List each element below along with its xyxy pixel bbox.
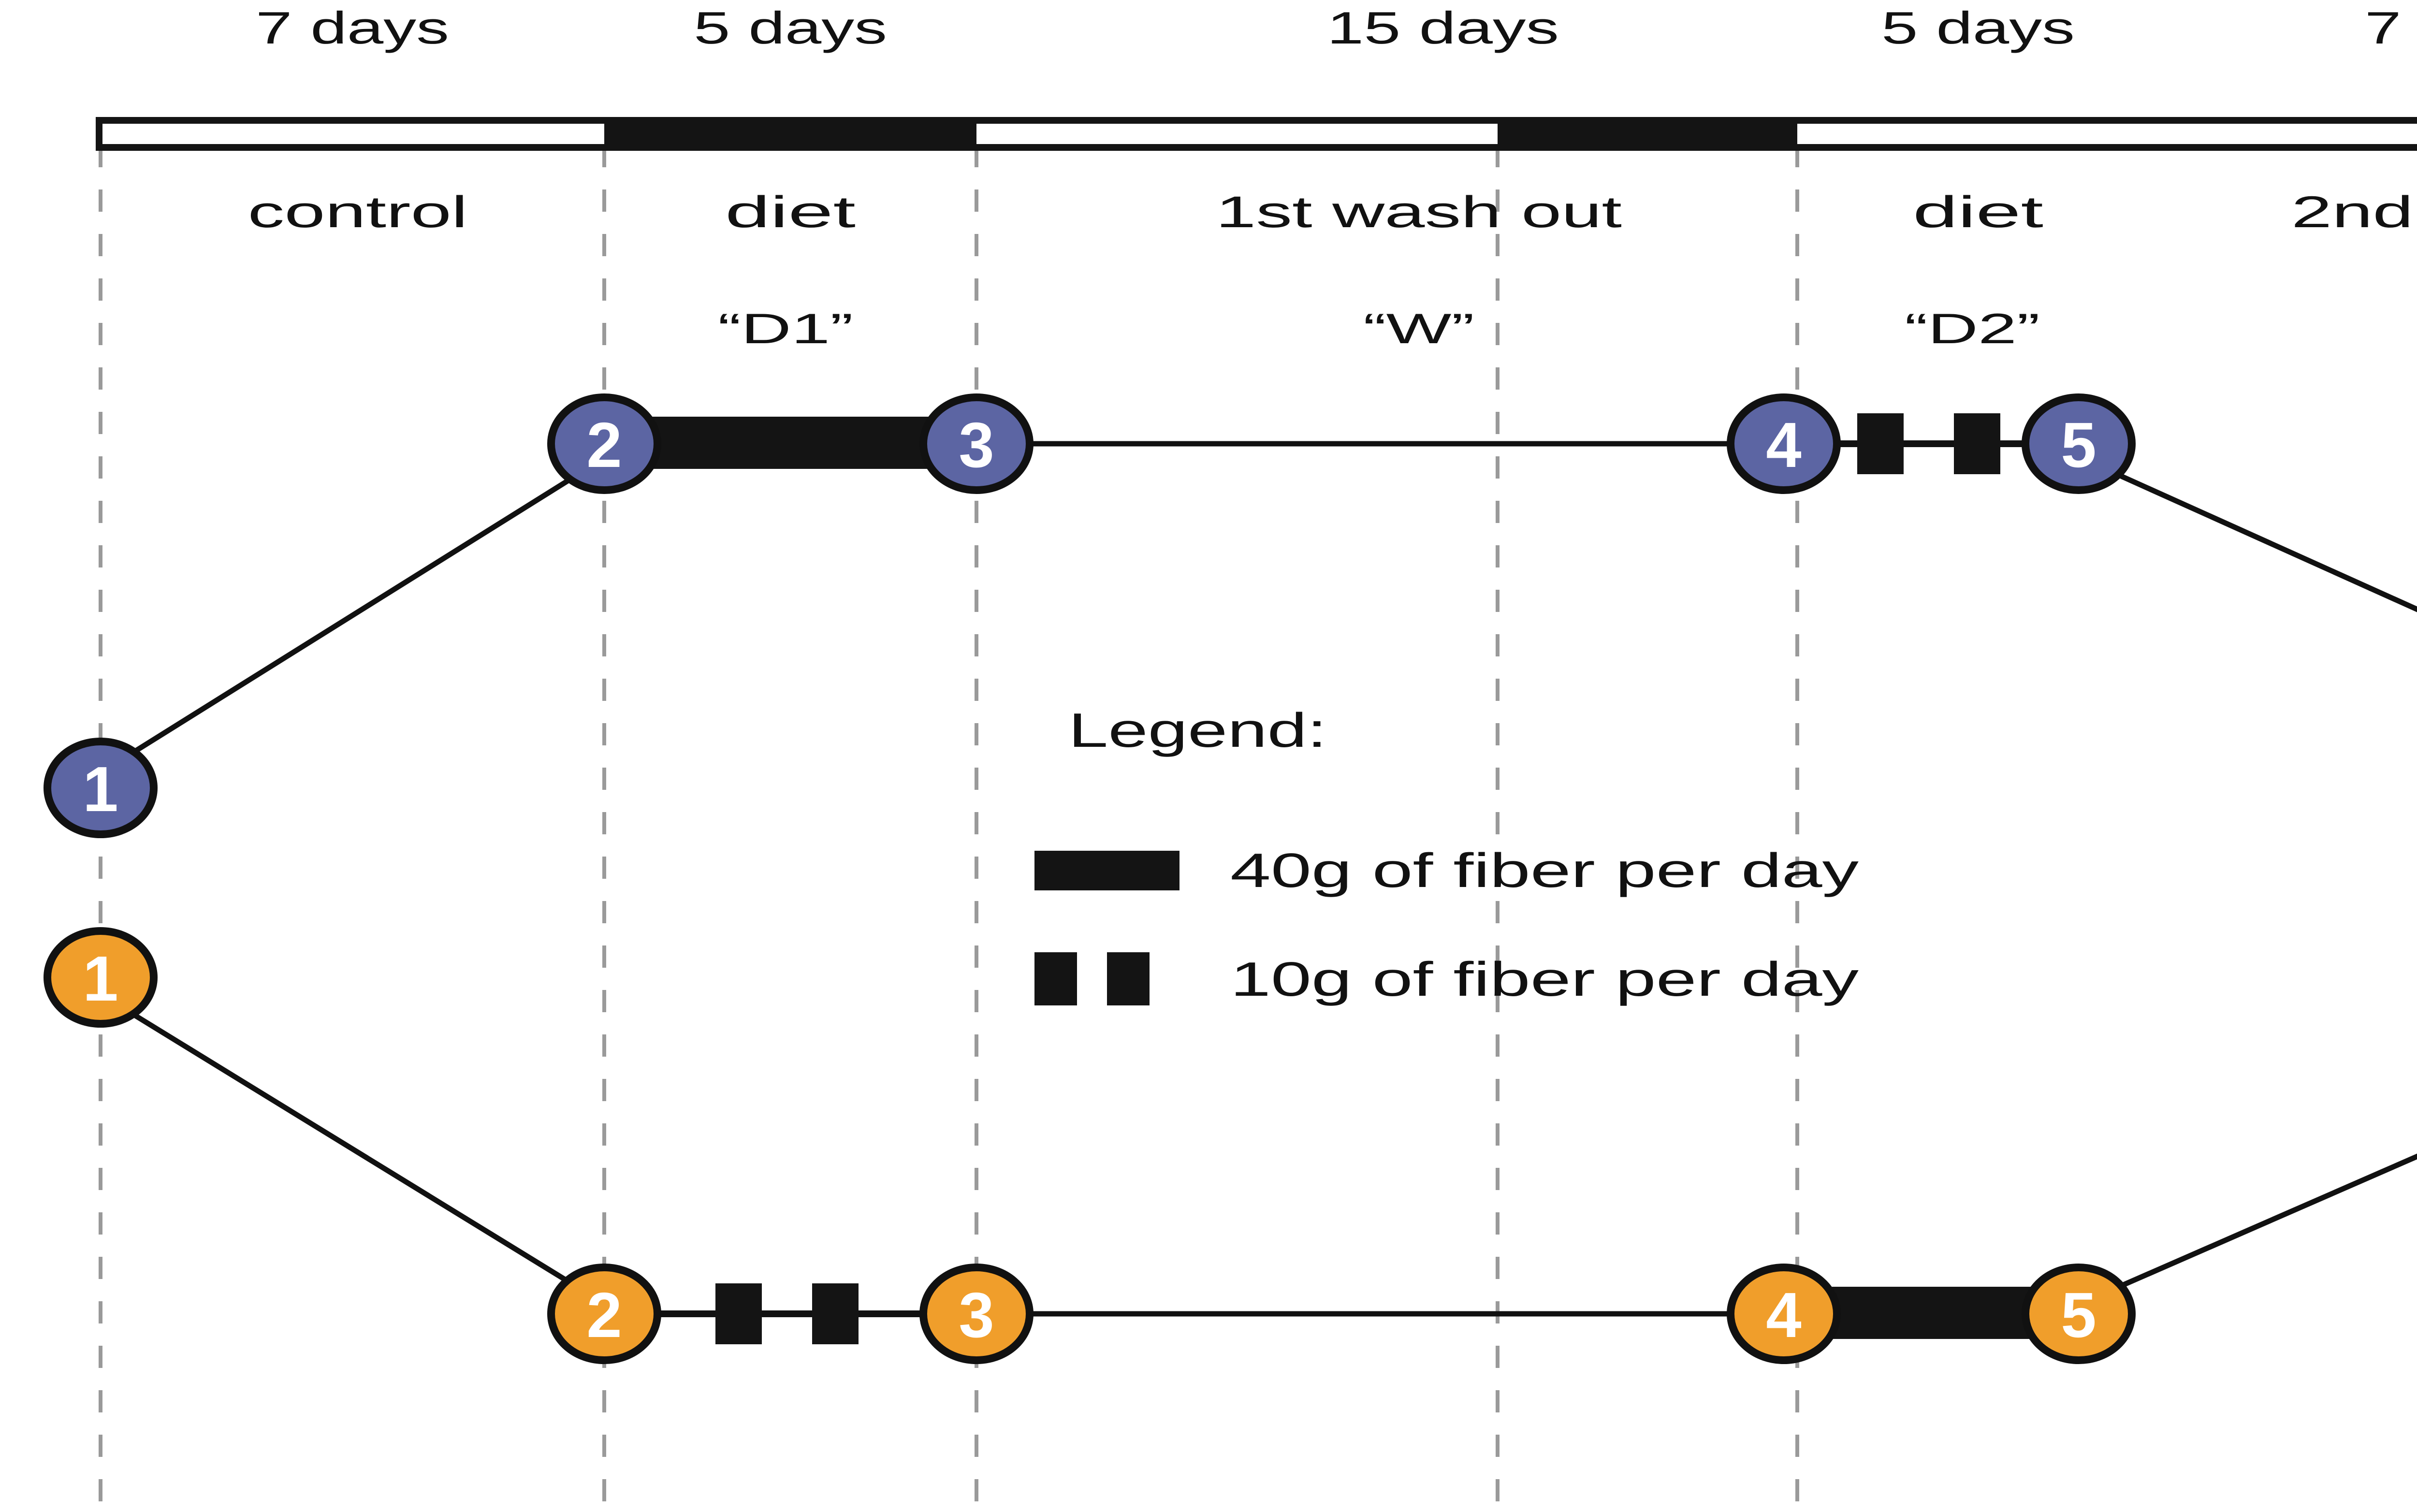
legend-item-10g: 10g of fiber per day — [1034, 952, 1859, 1006]
node-blue-4-shape[interactable] — [1727, 393, 1841, 494]
node-orange-2-shape[interactable] — [547, 1264, 661, 1364]
blue-arm-nodes: 1 2 3 4 5 6 — [44, 393, 2136, 838]
node-orange-4-shape[interactable] — [1727, 1264, 1841, 1364]
duration-label-diet1: 5 days — [694, 2, 887, 53]
node-blue-1[interactable]: 1 — [44, 738, 158, 838]
node-orange-2[interactable]: 2 — [547, 1264, 661, 1364]
orange-link-5-6 — [2120, 1153, 2417, 1289]
orange-link-2-3-10g — [643, 1283, 940, 1344]
phase-label-diet2: diet — [1913, 188, 2043, 237]
node-blue-2-shape[interactable] — [547, 393, 661, 494]
duration-labels: 7 days 5 days 15 days 5 days 7 days — [256, 2, 2417, 53]
node-blue-5[interactable]: 5 — [2022, 393, 2136, 494]
node-orange-5-shape[interactable] — [2022, 1264, 2136, 1364]
legend-swatch-10g-icon-a — [1034, 952, 1077, 1005]
orange-link-2-3-square-a — [715, 1283, 762, 1344]
node-orange-1-label: 1 — [83, 943, 118, 1014]
timeline-bar-frame — [96, 117, 2417, 151]
blue-link-4-5-square-b — [1954, 413, 2000, 474]
node-orange-3-label: 3 — [959, 1279, 994, 1351]
duration-label-control: 7 days — [256, 2, 449, 53]
node-blue-1-shape[interactable] — [44, 738, 158, 838]
node-blue-2[interactable]: 2 — [547, 393, 661, 494]
legend-item-40g: 40g of fiber per day — [1034, 843, 1859, 898]
node-blue-3-label: 3 — [959, 409, 994, 480]
node-orange-1-shape[interactable] — [44, 927, 158, 1028]
blue-link-4-5-10g — [1830, 413, 2040, 474]
blue-arm-links — [129, 413, 2417, 756]
node-blue-1-label: 1 — [83, 754, 118, 825]
timeline-bar — [96, 117, 2417, 151]
node-blue-5-shape[interactable] — [2022, 393, 2136, 494]
phase-code-w: “W” — [1363, 305, 1474, 352]
blue-link-5-6 — [2120, 473, 2417, 612]
node-blue-3-shape[interactable] — [919, 393, 1034, 494]
phase-label-control: control — [248, 188, 468, 237]
duration-label-diet2: 5 days — [1881, 2, 2075, 53]
timeline-segment-diet1 — [604, 117, 976, 151]
legend-label-10g: 10g of fiber per day — [1230, 952, 1859, 1006]
phase-label-diet1: diet — [725, 188, 856, 237]
phase-code-labels: “D1” “W” “D2” — [718, 305, 2040, 352]
orange-link-2-3-square-b — [812, 1283, 859, 1344]
duration-label-washout2: 7 days — [2365, 2, 2417, 53]
legend: Legend: 40g of fiber per day 10g of fibe… — [1034, 703, 1859, 1006]
phase-code-d2: “D2” — [1905, 305, 2040, 352]
phase-code-d1: “D1” — [718, 305, 853, 352]
legend-label-40g: 40g of fiber per day — [1230, 843, 1859, 898]
phase-label-washout1: 1st wash out — [1216, 188, 1622, 237]
node-orange-5-label: 5 — [2061, 1279, 2096, 1351]
node-orange-2-label: 2 — [586, 1279, 622, 1351]
node-blue-5-label: 5 — [2061, 409, 2096, 480]
orange-link-1-2 — [129, 1010, 577, 1288]
node-orange-3[interactable]: 3 — [919, 1264, 1034, 1364]
phase-label-washout2: 2nd wash out — [2291, 188, 2417, 237]
node-orange-1[interactable]: 1 — [44, 927, 158, 1028]
blue-link-4-5-square-a — [1857, 413, 1904, 474]
duration-label-washout1: 15 days — [1327, 2, 1559, 53]
node-blue-3[interactable]: 3 — [919, 393, 1034, 494]
node-blue-4[interactable]: 4 — [1727, 393, 1841, 494]
timeline-segment-diet2 — [1498, 117, 1797, 151]
node-orange-5[interactable]: 5 — [2022, 1264, 2136, 1364]
legend-title: Legend: — [1068, 703, 1327, 757]
phase-labels: control diet 1st wash out diet 2nd wash … — [248, 188, 2417, 237]
node-blue-2-label: 2 — [586, 409, 622, 480]
legend-swatch-40g-icon — [1034, 851, 1179, 890]
node-blue-4-label: 4 — [1766, 409, 1801, 480]
legend-swatch-10g-icon-b — [1107, 952, 1150, 1005]
blue-link-1-2 — [129, 474, 577, 756]
blue-link-2-3-40g — [643, 417, 939, 469]
node-orange-4[interactable]: 4 — [1727, 1264, 1841, 1364]
node-orange-4-label: 4 — [1766, 1279, 1801, 1351]
node-orange-3-shape[interactable] — [919, 1264, 1034, 1364]
orange-arm-nodes: 1 2 3 4 5 6 — [44, 927, 2136, 1364]
